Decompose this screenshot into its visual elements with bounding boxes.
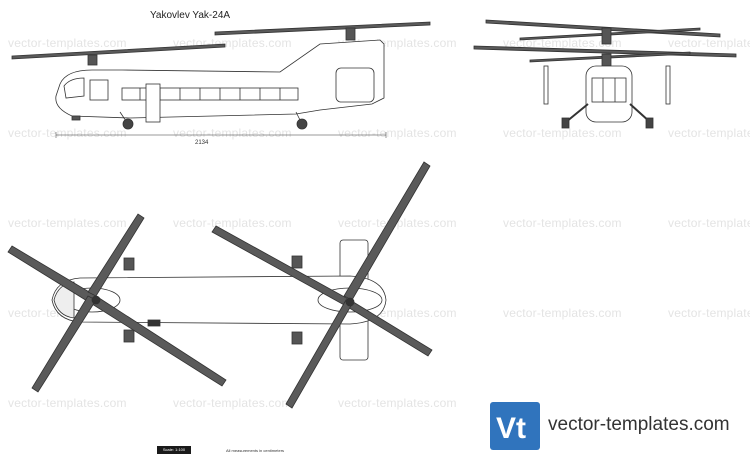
side-front-rotor-hub [87, 54, 98, 66]
brand-logo-letters: Vt [496, 412, 526, 445]
front-left-wheel [561, 117, 570, 129]
top-view [7, 161, 433, 409]
brand-logo-icon: Vt [490, 402, 540, 450]
front-windshield [591, 77, 627, 103]
side-rear-wheel [296, 118, 308, 130]
side-cabin-windows [121, 87, 299, 101]
side-rear-pylon [335, 67, 375, 103]
side-front-rotor-blade [11, 43, 226, 60]
top-front-rotor-blade [31, 295, 97, 393]
top-rear-rotor-blade [343, 161, 431, 301]
dimension-label: 2134 [195, 140, 209, 146]
side-cabin-door [145, 83, 161, 123]
side-view [11, 21, 431, 138]
brand-name: vector-templates.com [548, 414, 730, 435]
top-cockpit [53, 281, 75, 319]
measurement-note: All measurements in centimeters [226, 448, 285, 453]
front-rotor-hub [601, 27, 612, 45]
drawing-title: Yakovlev Yak-24A [150, 10, 231, 21]
side-rear-rotor-hub [345, 27, 356, 41]
scale-badge: Scale: 1:100 [157, 446, 191, 454]
side-rear-rotor-blade [214, 21, 431, 36]
front-right-wheel [645, 117, 654, 129]
front-view [473, 19, 737, 129]
side-front-wheel [122, 118, 134, 130]
top-front-rotor-blade [7, 245, 97, 305]
side-cockpit-window [63, 77, 85, 99]
side-cockpit-door [89, 79, 109, 101]
top-front-rotor-blade [87, 213, 145, 297]
brand-block[interactable]: Vt vector-templates.com [490, 402, 750, 450]
